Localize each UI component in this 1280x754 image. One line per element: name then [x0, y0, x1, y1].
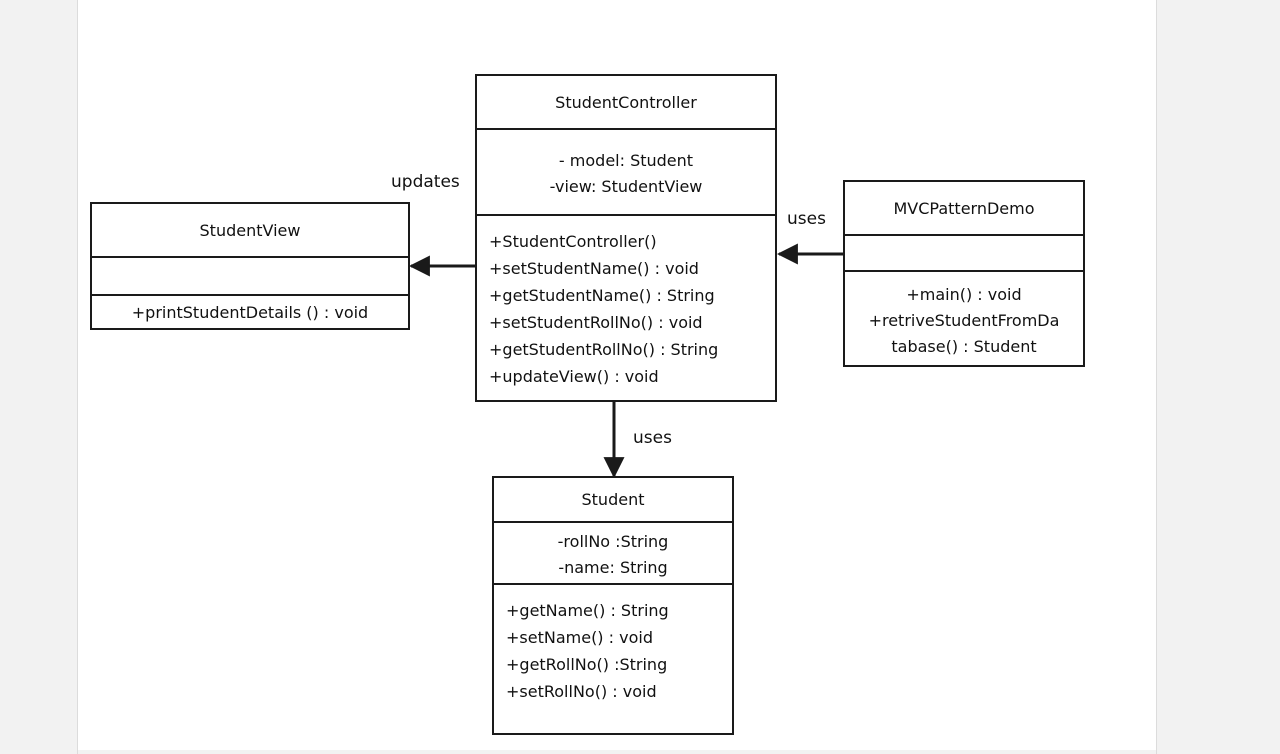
- operations-section: +main() : void +retriveStudentFromDa tab…: [845, 270, 1083, 360]
- attribute: -view: StudentView: [549, 177, 703, 196]
- operation: +getStudentRollNo() : String: [489, 340, 719, 359]
- operation: +setStudentName() : void: [489, 259, 699, 278]
- operation: tabase() : Student: [891, 337, 1037, 356]
- class-name-section: Student: [494, 478, 732, 521]
- class-name: Student: [581, 490, 645, 509]
- operation: +main() : void: [906, 285, 1022, 304]
- attribute: -name: String: [558, 558, 668, 577]
- operation: +setRollNo() : void: [506, 682, 657, 701]
- class-student-controller: StudentController - model: Student -view…: [475, 74, 777, 402]
- operation: +printStudentDetails () : void: [131, 303, 369, 322]
- operations-section: +StudentController() +setStudentName() :…: [477, 214, 775, 390]
- operation: +getRollNo() :String: [506, 655, 668, 674]
- attributes-section: [845, 234, 1083, 270]
- class-name: StudentView: [199, 220, 301, 240]
- operations-section: +printStudentDetails () : void: [92, 294, 408, 326]
- uses-demo-label: uses: [787, 209, 826, 229]
- class-name: StudentController: [555, 92, 697, 112]
- operation: +retriveStudentFromDa: [868, 311, 1060, 330]
- class-student: Student -rollNo :String -name: String +g…: [492, 476, 734, 735]
- class-student-view: StudentView +printStudentDetails () : vo…: [90, 202, 410, 330]
- operation: +getName() : String: [506, 601, 669, 620]
- class-name-section: MVCPatternDemo: [845, 182, 1083, 234]
- attributes-section: -rollNo :String -name: String: [494, 521, 732, 583]
- class-name-section: StudentView: [92, 204, 408, 256]
- class-name-section: StudentController: [477, 76, 775, 128]
- operation: +getStudentName() : String: [489, 286, 715, 305]
- attributes-section: - model: Student -view: StudentView: [477, 128, 775, 214]
- uses-student-label: uses: [633, 428, 672, 448]
- operation: +setName() : void: [506, 628, 653, 647]
- attributes-section: [92, 256, 408, 294]
- class-name: MVCPatternDemo: [893, 198, 1035, 218]
- updates-label: updates: [391, 172, 460, 192]
- operation: +setStudentRollNo() : void: [489, 313, 703, 332]
- attribute: - model: Student: [558, 151, 694, 170]
- operation: +StudentController(): [489, 232, 657, 251]
- operation: +updateView() : void: [489, 367, 659, 386]
- operations-section: +getName() : String +setName() : void +g…: [494, 583, 732, 705]
- attribute: -rollNo :String: [557, 532, 669, 551]
- class-mvc-pattern-demo: MVCPatternDemo +main() : void +retriveSt…: [843, 180, 1085, 367]
- bottom-strip: [78, 750, 1156, 754]
